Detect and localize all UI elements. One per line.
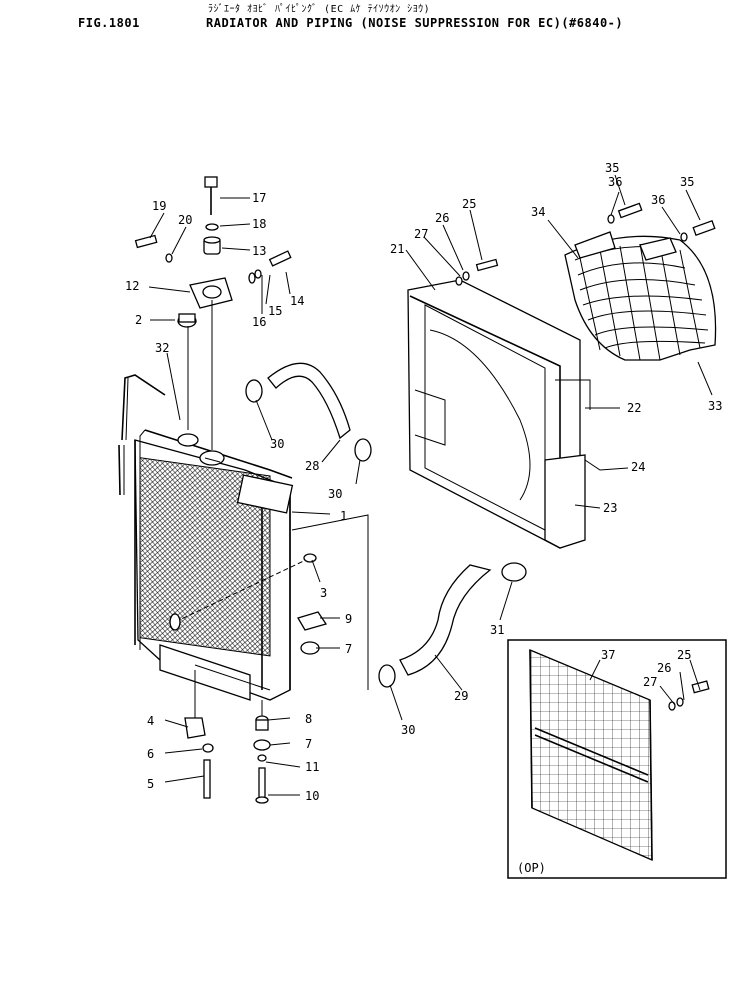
figure-number: FIG.1801 <box>78 16 140 30</box>
part-number-p31: 31 <box>490 623 504 637</box>
part-number-p18: 18 <box>252 217 266 231</box>
part-number-p32: 32 <box>155 341 169 355</box>
part-number-p23: 23 <box>603 501 617 515</box>
part-number-p7b: 7 <box>305 737 312 751</box>
part-number-p30c: 30 <box>401 723 415 737</box>
hose-clamp <box>501 562 527 582</box>
fan-guard <box>564 231 717 361</box>
upper-hose <box>267 362 351 440</box>
radiator-assembly <box>134 429 311 701</box>
part-number-p11: 11 <box>305 760 319 774</box>
part-number-p36b: 36 <box>651 193 665 207</box>
guard-bolts <box>455 202 716 286</box>
leader-lines <box>148 174 713 796</box>
part-number-p36a: 36 <box>608 175 622 189</box>
optional-screen-inset <box>507 639 727 879</box>
part-number-p7a: 7 <box>345 642 352 656</box>
part-number-p14: 14 <box>290 294 304 308</box>
hose-clamp <box>378 664 396 688</box>
diagram-subtitle-japanese: ﾗｼﾞｴｰﾀ ｵﾖﾋﾞ ﾊﾟｲﾋﾟﾝｸﾞ (EC ﾑｹ ﾃｲｿｳｵﾝ ｼﾖｳ) <box>208 4 431 15</box>
part-number-p25a: 25 <box>462 197 476 211</box>
fan-shroud <box>407 279 591 549</box>
part-number-p1: 1 <box>340 509 347 523</box>
overflow-tube <box>118 374 166 496</box>
part-number-p17: 17 <box>252 191 266 205</box>
radiator-top-fittings <box>134 176 292 450</box>
part-number-p34: 34 <box>531 205 545 219</box>
part-number-p21: 21 <box>390 242 404 256</box>
part-number-p27b: 27 <box>643 675 657 689</box>
part-number-p20: 20 <box>178 213 192 227</box>
part-number-p10: 10 <box>305 789 319 803</box>
part-number-p15: 15 <box>268 304 282 318</box>
part-number-p35b: 35 <box>680 175 694 189</box>
hose-clamp <box>354 438 372 462</box>
part-number-p26a: 26 <box>435 211 449 225</box>
part-number-p5: 5 <box>147 777 154 791</box>
part-number-p12: 12 <box>125 279 139 293</box>
part-number-p13: 13 <box>252 244 266 258</box>
part-number-p35a: 35 <box>605 161 619 175</box>
part-number-p6: 6 <box>147 747 154 761</box>
part-number-p33: 33 <box>708 399 722 413</box>
part-number-p22: 22 <box>627 401 641 415</box>
lower-hose <box>399 564 492 676</box>
part-number-p19: 19 <box>152 199 166 213</box>
part-number-p37: 37 <box>601 648 615 662</box>
diagram-title: RADIATOR AND PIPING (NOISE SUPPRESSION F… <box>206 16 624 30</box>
part-number-p8: 8 <box>305 712 312 726</box>
part-number-p29: 29 <box>454 689 468 703</box>
part-number-p3: 3 <box>320 586 327 600</box>
radiator-mounts <box>291 514 369 690</box>
part-number-p4: 4 <box>147 714 154 728</box>
part-number-p26b: 26 <box>657 661 671 675</box>
part-number-p16: 16 <box>252 315 266 329</box>
part-number-labels: 1234567789101112131415161718192021222324… <box>125 161 722 803</box>
part-number-p27a: 27 <box>414 227 428 241</box>
part-number-p9: 9 <box>345 612 352 626</box>
optional-label: (OP) <box>517 861 546 875</box>
part-number-p30a: 30 <box>270 437 284 451</box>
part-number-p28: 28 <box>305 459 319 473</box>
part-number-p24: 24 <box>631 460 645 474</box>
radiator-bottom-fittings <box>184 670 271 804</box>
part-number-p25b: 25 <box>677 648 691 662</box>
hose-clamp <box>245 379 263 403</box>
part-number-p2: 2 <box>135 313 142 327</box>
part-number-p30b: 30 <box>328 487 342 501</box>
